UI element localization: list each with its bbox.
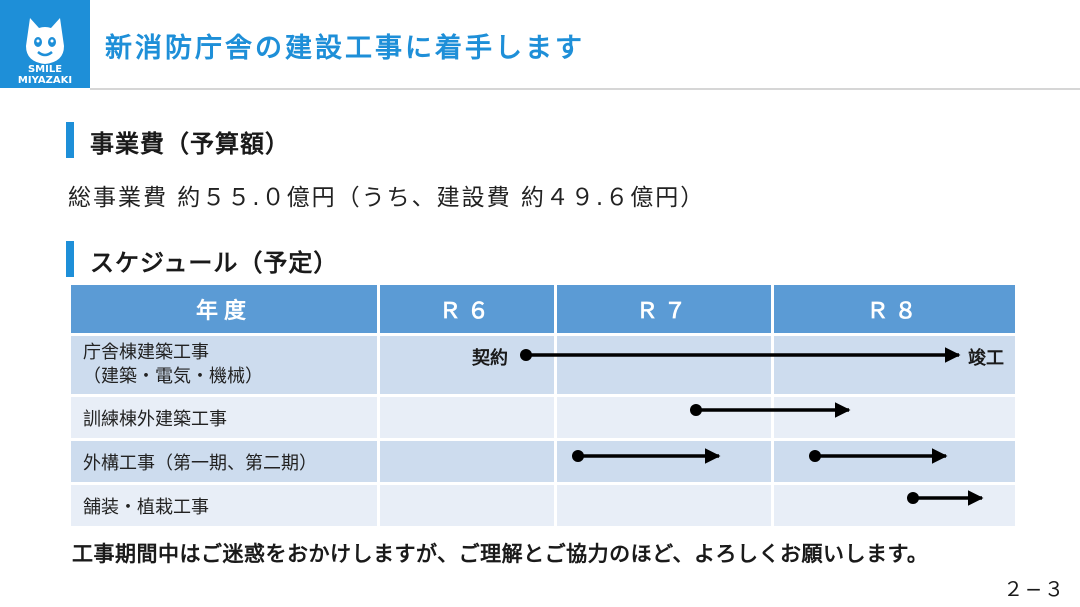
table-cell (774, 397, 1015, 438)
logo-text-miyazaki: MIYAZAKI (17, 75, 73, 86)
table-row-label: 訓練棟外建築工事 (71, 397, 377, 438)
gantt-bar-paving (907, 490, 984, 506)
header-r6: Ｒ６ (380, 285, 554, 333)
page-number: ２−３ (1003, 577, 1066, 601)
schedule-arrows (520, 347, 984, 506)
table-cell (557, 397, 771, 438)
section-budget-heading: 事業費（予算額） (90, 130, 290, 158)
gantt-bar-exterior-phase2 (809, 448, 948, 464)
row-label-line2: （建築・電気・機械） (83, 366, 263, 387)
logo-text-smile: SMILE (27, 64, 63, 75)
section-marker (66, 122, 74, 158)
header-fiscal-year: 年度 (71, 285, 377, 333)
table-cell (380, 485, 554, 526)
row-label-line1: 外構工事（第一期、第二期） (83, 452, 317, 474)
section-schedule-heading: スケジュール（予定） (90, 249, 339, 277)
header-r8: Ｒ８ (774, 285, 1015, 333)
table-cell (557, 485, 771, 526)
row-label-line1: 庁舎棟建築工事 (83, 342, 209, 363)
table-cell (380, 441, 554, 482)
table-row-label: 庁舎棟建築工事 （建築・電気・機械） (71, 336, 377, 394)
title-divider (90, 88, 1080, 90)
gantt-bar-exterior-phase1 (572, 448, 721, 464)
schedule-table: 年度 Ｒ６ Ｒ７ Ｒ８ 庁舎棟建築工事 （建築・電気・機械） 訓練棟外建築工事 … (71, 285, 1015, 526)
contract-label: 契約 (472, 348, 508, 369)
table-cell (557, 336, 771, 394)
smile-miyazaki-logo: SMILE MIYAZAKI (0, 0, 90, 88)
completion-label: 竣工 (968, 348, 1004, 369)
mascot-icon (26, 18, 64, 64)
table-row-label: 舗装・植栽工事 (71, 485, 377, 526)
row-label-line1: 訓練棟外建築工事 (83, 408, 227, 430)
page-title: 新消防庁舎の建設工事に着手します (105, 33, 585, 64)
table-row-label: 外構工事（第一期、第二期） (71, 441, 377, 482)
row-label-line1: 舗装・植栽工事 (83, 496, 209, 518)
footer-message: 工事期間中はご迷惑をおかけしますが、ご理解とご協力のほど、よろしくお願いします。 (72, 542, 929, 566)
gantt-bar-training-building (690, 402, 851, 418)
section-marker (66, 241, 74, 277)
table-cell (774, 336, 1015, 394)
header-r7: Ｒ７ (557, 285, 771, 333)
budget-text: 総事業費 約５５.０億円（うち、建設費 約４９.６億円） (68, 185, 706, 211)
table-cell (380, 336, 554, 394)
table-cell (380, 397, 554, 438)
table-cell (557, 441, 771, 482)
gantt-bar-main-building (520, 347, 961, 363)
